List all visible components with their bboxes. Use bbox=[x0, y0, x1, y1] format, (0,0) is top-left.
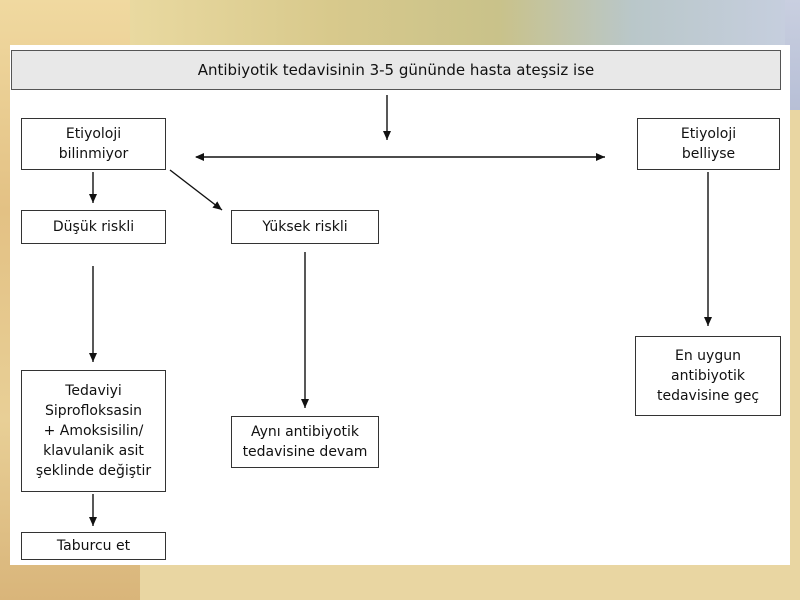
arrow-to-yuksek-riskli bbox=[169, 169, 223, 211]
header-box: Antibiyotik tedavisinin 3-5 gününde hast… bbox=[11, 50, 781, 90]
node-dusuk-riskli: Düşük riskli bbox=[21, 210, 166, 244]
node-ayni-antibiyotik: Aynı antibiyotik tedavisine devam bbox=[231, 416, 379, 468]
background-top-decoration bbox=[130, 0, 800, 48]
node-etiyoloji-bilinmiyor: Etiyoloji bilinmiyor bbox=[21, 118, 166, 170]
node-taburcu-et: Taburcu et bbox=[21, 532, 166, 560]
node-etiyoloji-belliyse: Etiyoloji belliyse bbox=[637, 118, 780, 170]
node-tedaviyi-degistir: Tedaviyi Siprofloksasin + Amoksisilin/ k… bbox=[21, 370, 166, 492]
node-yuksek-riskli: Yüksek riskli bbox=[231, 210, 379, 244]
node-en-uygun: En uygun antibiyotik tedavisine geç bbox=[635, 336, 781, 416]
